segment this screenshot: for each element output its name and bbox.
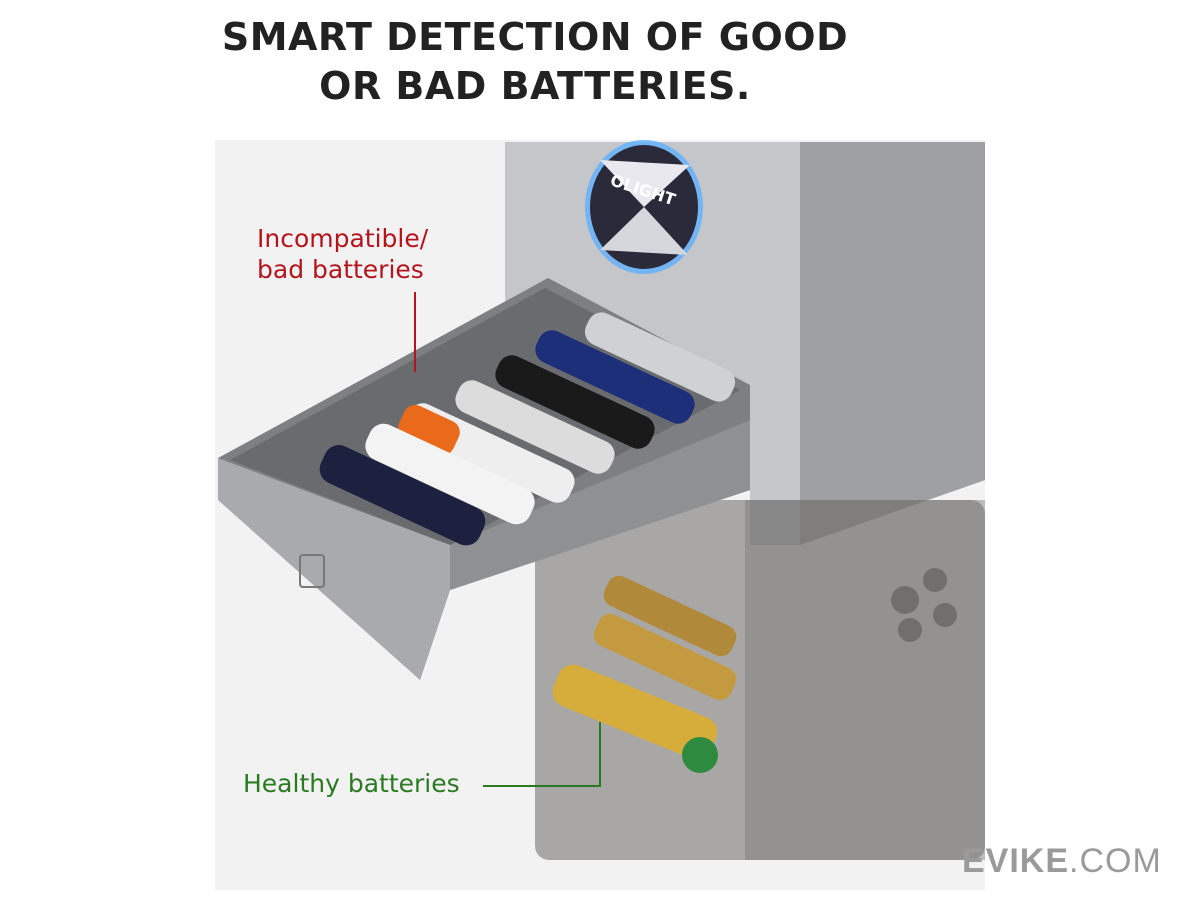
healthy-batteries-callout: Healthy batteries bbox=[243, 769, 460, 798]
evike-watermark: EVIKE.COM bbox=[962, 842, 1162, 881]
battery-collection-bin bbox=[535, 500, 985, 860]
bad-batteries-callout: Incompatible/ bad batteries bbox=[257, 223, 428, 285]
rejected-batteries bbox=[319, 312, 736, 546]
watermark-light: .COM bbox=[1069, 842, 1162, 880]
headline-line-1: SMART DETECTION OF GOOD bbox=[221, 15, 849, 59]
bad-callout-line-2: bad batteries bbox=[257, 255, 424, 284]
watermark-bold: EVIKE bbox=[962, 842, 1070, 880]
olight-logo-disc: OLIGHT bbox=[585, 140, 703, 274]
good-callout-line bbox=[483, 722, 601, 787]
bad-callout-line-1: Incompatible/ bbox=[257, 224, 429, 253]
recycle-icon bbox=[299, 554, 325, 588]
healthy-batteries bbox=[552, 575, 737, 773]
headline-line-2: OR BAD BATTERIES. bbox=[319, 64, 751, 108]
